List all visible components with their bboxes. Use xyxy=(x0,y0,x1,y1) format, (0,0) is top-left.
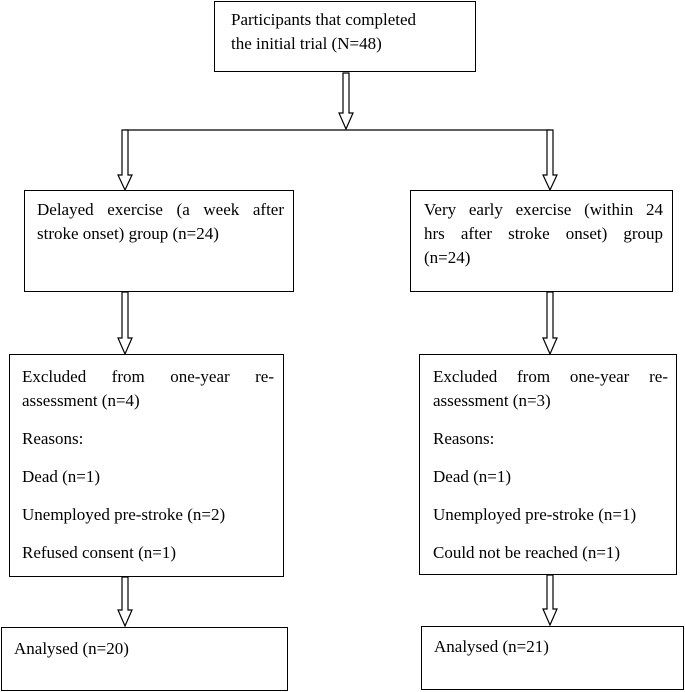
left-excluded-line-2: assessment (n=4) xyxy=(22,391,140,410)
right-reason-unemployed: Unemployed pre-stroke (n=1) xyxy=(433,505,637,524)
arrow-left-group-to-excluded xyxy=(117,291,133,356)
arrow-left-excluded-to-analysed xyxy=(117,576,133,628)
right-group-line-3: (n=24) xyxy=(424,248,471,267)
very-early-exercise-group-box: Very early exercise (within 24 hrs after… xyxy=(410,190,673,292)
left-analysed-text: Analysed (n=20) xyxy=(14,639,129,658)
arrow-split-to-left-group xyxy=(117,129,133,192)
arrow-right-excluded-to-analysed xyxy=(542,574,558,627)
left-reason-refused: Refused consent (n=1) xyxy=(22,543,177,562)
delayed-exercise-group-box: Delayed exercise (a week after stroke on… xyxy=(24,190,294,292)
right-analysed-box: Analysed (n=21) xyxy=(421,626,684,690)
left-group-line-1: Delayed exercise (a week after xyxy=(37,200,284,219)
top-box-line-1: Participants that completed xyxy=(231,10,417,29)
right-excluded-box: Excluded from one-year re- assessment (n… xyxy=(419,354,677,575)
left-excluded-box: Excluded from one-year re- assessment (n… xyxy=(9,354,284,577)
top-box-line-2: the initial trial (N=48) xyxy=(231,34,382,53)
top-participants-box: Participants that completed the initial … xyxy=(214,1,476,72)
left-excluded-line-1: Excluded from one-year re- xyxy=(22,367,274,386)
left-reason-unemployed: Unemployed pre-stroke (n=2) xyxy=(22,505,226,524)
right-analysed-text: Analysed (n=21) xyxy=(434,637,549,656)
left-reason-dead: Dead (n=1) xyxy=(22,467,101,486)
arrow-right-group-to-excluded xyxy=(542,291,558,356)
right-reason-dead: Dead (n=1) xyxy=(433,467,512,486)
right-group-line-1: Very early exercise (within 24 xyxy=(424,200,663,219)
arrow-split-to-right-group xyxy=(542,129,558,192)
left-analysed-box: Analysed (n=20) xyxy=(1,627,288,691)
right-reason-unreachable: Could not be reached (n=1) xyxy=(433,543,621,562)
right-group-line-2: hrs after stroke onset) group xyxy=(424,224,663,243)
right-reasons-label: Reasons: xyxy=(433,429,495,448)
left-reasons-label: Reasons: xyxy=(22,429,84,448)
arrow-top-to-split xyxy=(338,72,354,131)
right-excluded-line-2: assessment (n=3) xyxy=(433,391,551,410)
right-excluded-line-1: Excluded from one-year re- xyxy=(433,367,668,386)
left-group-line-2: stroke onset) group (n=24) xyxy=(37,224,219,243)
